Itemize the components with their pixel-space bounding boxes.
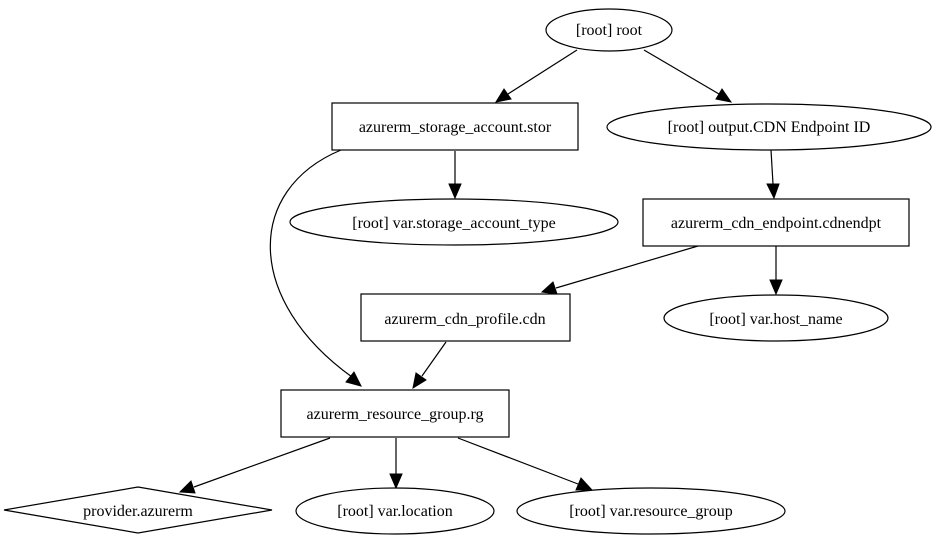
node-var-resource-group[interactable]: [root] var.resource_group bbox=[516, 487, 786, 535]
node-root[interactable]: [root] root bbox=[545, 8, 673, 52]
edge-cdn-profile-to-resource-group bbox=[412, 341, 447, 390]
node-provider-azurerm[interactable]: provider.azurerm bbox=[3, 486, 273, 534]
node-storage-account[interactable]: azurerm_storage_account.stor bbox=[331, 102, 579, 151]
edge-storage-account-to-var-storage-account-type bbox=[448, 151, 462, 200]
node-resource-group[interactable]: azurerm_resource_group.rg bbox=[280, 389, 510, 438]
node-label: [root] root bbox=[576, 22, 643, 39]
node-var-host-name[interactable]: [root] var.host_name bbox=[663, 294, 889, 342]
node-label: [root] var.location bbox=[337, 503, 453, 520]
node-var-location[interactable]: [root] var.location bbox=[295, 487, 495, 535]
node-label: [root] output.CDN Endpoint ID bbox=[668, 119, 871, 136]
edge-cdn-endpoint-to-cdn-profile bbox=[540, 245, 699, 295]
node-var-storage-account-type[interactable]: [root] var.storage_account_type bbox=[289, 198, 619, 246]
edge-resource-group-to-var-resource-group bbox=[457, 437, 594, 491]
edge-cdn-endpoint-to-var-host-name bbox=[769, 246, 783, 296]
node-label: azurerm_cdn_endpoint.cdnendpt bbox=[671, 215, 882, 232]
node-cdn-endpoint[interactable]: azurerm_cdn_endpoint.cdnendpt bbox=[642, 198, 910, 247]
edge-root-to-output-cdn bbox=[643, 49, 733, 103]
node-label: azurerm_storage_account.stor bbox=[359, 119, 552, 136]
edge-resource-group-to-provider bbox=[178, 437, 331, 494]
node-cdn-profile[interactable]: azurerm_cdn_profile.cdn bbox=[360, 293, 571, 342]
node-label: [root] var.resource_group bbox=[569, 503, 733, 520]
node-label: provider.azurerm bbox=[83, 503, 193, 520]
node-label: [root] var.storage_account_type bbox=[352, 215, 555, 232]
node-label: azurerm_resource_group.rg bbox=[307, 406, 484, 423]
node-label: [root] var.host_name bbox=[709, 311, 842, 328]
edge-root-to-storage-account bbox=[494, 49, 578, 103]
node-label: azurerm_cdn_profile.cdn bbox=[384, 311, 545, 328]
edge-resource-group-to-var-location bbox=[389, 438, 403, 490]
node-output-cdn-endpoint-id[interactable]: [root] output.CDN Endpoint ID bbox=[606, 103, 932, 151]
edge-output-cdn-to-cdn-endpoint bbox=[766, 149, 780, 200]
edge-storage-account-to-resource-group bbox=[269, 149, 362, 387]
edges bbox=[178, 49, 783, 494]
